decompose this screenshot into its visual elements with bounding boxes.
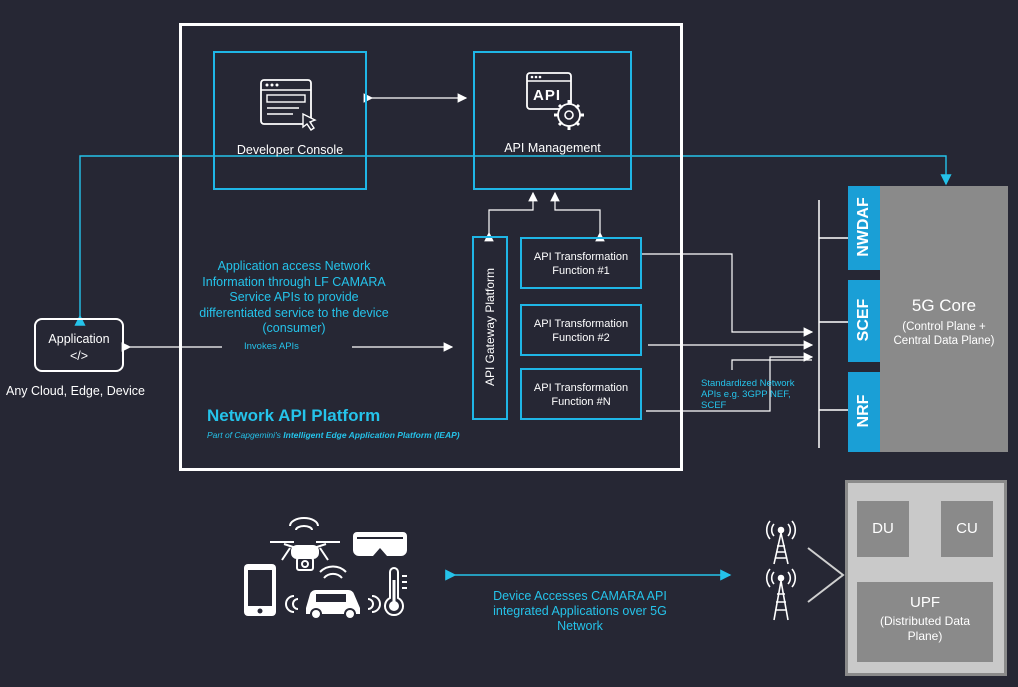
transform-function-1[interactable]: API Transformation Function #1	[520, 237, 642, 289]
mgmt-gateway-arrow	[484, 191, 538, 242]
thermometer-icon	[384, 567, 407, 617]
device-note: Device Accesses CAMARA API integrated Ap…	[493, 589, 667, 633]
platform-subtitle: Part of Capgemini's Intelligent Edge App…	[207, 430, 460, 440]
api-management-box[interactable]: API API Management	[473, 51, 632, 190]
transform-function-n[interactable]: API Transformation Function #N	[520, 368, 642, 420]
core-function-nwdaf-label: NWDAF	[855, 197, 872, 257]
5g-core-box[interactable]: 5G Core (Control Plane + Central Data Pl…	[880, 186, 1008, 452]
mgmt-transform-arrow	[550, 191, 605, 242]
5g-core-title: 5G Core	[911, 296, 977, 315]
upf-sublabel: (Distributed Data Plane)	[879, 614, 971, 643]
core-function-nwdaf[interactable]: NWDAF	[848, 186, 880, 270]
transform-function-n-label: API Transformation Function #N	[533, 382, 629, 408]
api-gear-icon	[526, 72, 584, 130]
platform-subtitle-emphasis: Intelligent Edge Application Platform (I…	[283, 430, 460, 440]
cell-tower-icon	[765, 520, 797, 621]
tf1-core-arrow	[642, 253, 814, 337]
transform-function-2-label: API Transformation Function #2	[533, 318, 629, 344]
platform-subtitle-prefix: Part of Capgemini's	[207, 430, 284, 440]
core-function-nrf[interactable]: NRF	[848, 372, 880, 452]
developer-console-label: Developer Console	[236, 143, 344, 157]
app-core-connector	[74, 155, 952, 326]
application-box[interactable]: Application </>	[34, 318, 124, 372]
standardized-note: Standardized Network APIs e.g. 3GPP NEF,…	[701, 378, 795, 411]
cu-box[interactable]: CU	[941, 501, 993, 557]
vr-headset-icon	[353, 532, 407, 556]
api-icon-text: API	[533, 87, 562, 104]
network-api-platform-frame	[179, 23, 683, 471]
application-label: Application	[48, 332, 110, 346]
connected-car-icon	[285, 565, 381, 620]
access-note: Application access Network Information t…	[199, 259, 389, 335]
5g-core-subtitle: (Control Plane + Central Data Plane)	[893, 321, 995, 347]
transform-function-2[interactable]: API Transformation Function #2	[520, 304, 642, 356]
platform-title: Network API Platform	[207, 406, 381, 425]
invokes-apis-label: Invokes APIs	[244, 341, 299, 352]
smartphone-icon	[244, 564, 276, 616]
tfn-core-arrow	[646, 352, 814, 412]
application-caption: Any Cloud, Edge, Device	[6, 384, 145, 398]
api-management-label: API Management	[504, 141, 601, 155]
du-label: DU	[872, 520, 894, 537]
std-api-line	[731, 359, 812, 370]
upf-label: UPF	[910, 594, 940, 611]
code-icon: </>	[69, 349, 89, 363]
upf-box[interactable]: UPF (Distributed Data Plane)	[857, 582, 993, 662]
browser-cursor-icon	[260, 79, 317, 131]
transform-function-1-label: API Transformation Function #1	[533, 251, 629, 277]
developer-console-box[interactable]: Developer Console	[213, 51, 367, 190]
du-box[interactable]: DU	[857, 501, 909, 557]
api-gateway-box[interactable]: API Gateway Platform	[472, 236, 508, 420]
cu-label: CU	[956, 520, 978, 537]
core-function-scef-label: SCEF	[855, 298, 872, 342]
tower-ran-connector	[807, 547, 845, 603]
core-function-nrf-label: NRF	[855, 394, 872, 428]
api-gateway-label: API Gateway Platform	[483, 267, 497, 387]
core-function-scef[interactable]: SCEF	[848, 280, 880, 362]
drone-icon	[270, 517, 340, 571]
